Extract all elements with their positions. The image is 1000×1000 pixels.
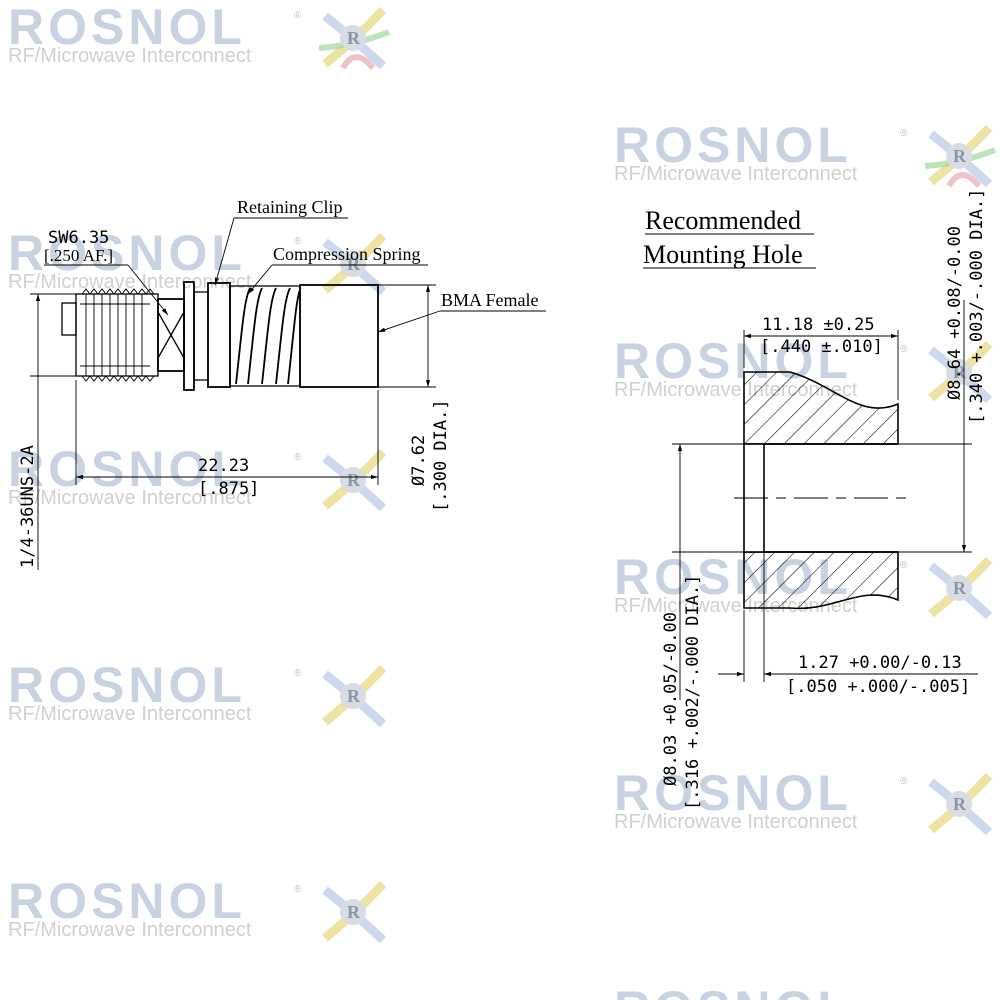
mounting-hole-title-line2: Mounting Hole bbox=[643, 240, 803, 269]
watermark-brand: ROSNOL bbox=[8, 657, 246, 713]
watermark-brand: ROSNOL bbox=[614, 765, 852, 821]
depth-in: [.440 ±.010] bbox=[760, 337, 883, 357]
connector-dimensions: SW6.35 [.250 AF.] 1/4-36UNS-2A 22.23 [.8… bbox=[18, 228, 451, 570]
connector-hex-cross bbox=[157, 311, 185, 359]
watermarks: ROSNOL ® RF/Microwave Interconnect R ROS… bbox=[8, 0, 997, 1000]
outer-dia-in: [.340 +.003/-.000 DIA.] bbox=[967, 189, 987, 424]
watermark-registered: ® bbox=[900, 776, 908, 787]
watermark-registered: ® bbox=[900, 344, 908, 355]
watermark-registered: ® bbox=[294, 452, 302, 463]
watermark-logo-letter: R bbox=[953, 146, 967, 166]
bma-female-label: BMA Female bbox=[441, 290, 539, 310]
connector-side-view bbox=[61, 281, 379, 391]
watermark-partial: ROSNOL bbox=[614, 981, 852, 1000]
watermark-registered: ® bbox=[900, 560, 908, 571]
watermark: ROSNOL ® RF/Microwave Interconnect R bbox=[8, 657, 387, 728]
watermark-logo-letter: R bbox=[347, 254, 361, 274]
watermark-registered: ® bbox=[294, 10, 302, 21]
watermark: ROSNOL ® RF/Microwave Interconnect R bbox=[8, 873, 387, 944]
watermark-subtitle: RF/Microwave Interconnect bbox=[614, 163, 858, 185]
watermark-logo-icon: R bbox=[322, 880, 387, 944]
connector-flange bbox=[183, 281, 195, 391]
watermark: ROSNOL ® RF/Microwave Interconnect R bbox=[8, 0, 391, 70]
length-mm: 22.23 bbox=[198, 456, 249, 476]
watermark-logo-icon: R bbox=[322, 664, 387, 728]
watermark-registered: ® bbox=[900, 128, 908, 139]
connector-pin-stub bbox=[61, 302, 77, 336]
watermark: ROSNOL ® RF/Microwave Interconnect R bbox=[614, 765, 993, 836]
outer-dia-mm: Ø8.64 +0.08/-0.00 bbox=[945, 226, 965, 400]
watermark-subtitle: RF/Microwave Interconnect bbox=[8, 703, 252, 725]
compression-spring-label: Compression Spring bbox=[273, 244, 421, 264]
leader-line bbox=[247, 264, 273, 295]
watermark-logo-letter: R bbox=[347, 470, 361, 490]
connector-thread-body bbox=[75, 293, 159, 377]
panel-section-bottom bbox=[743, 551, 899, 610]
panel-section-top bbox=[743, 371, 899, 445]
mounting-hole-title-line1: Recommended bbox=[645, 206, 801, 235]
length-in: [.875] bbox=[198, 479, 259, 499]
diameter-in: [.300 DIA.] bbox=[431, 399, 451, 512]
watermark: ROSNOL ® RF/Microwave Interconnect R bbox=[8, 225, 387, 296]
watermark-registered: ® bbox=[294, 236, 302, 247]
watermark-logo-icon: R bbox=[928, 340, 993, 404]
watermark: ROSNOL ® RF/Microwave Interconnect R bbox=[614, 117, 997, 188]
connector-bma-body bbox=[299, 284, 379, 388]
hex-size-mm: SW6.35 bbox=[48, 228, 109, 248]
connector-retaining-clip bbox=[207, 282, 231, 388]
watermark-logo-icon: R bbox=[928, 556, 993, 620]
connector-thread-teeth bbox=[80, 288, 155, 382]
watermark-logo-letter: R bbox=[347, 28, 361, 48]
watermark-logo-icon: R bbox=[924, 124, 997, 188]
hex-size-in: [.250 AF.] bbox=[44, 246, 113, 265]
watermark-subtitle: RF/Microwave Interconnect bbox=[8, 271, 252, 293]
watermark-logo-letter: R bbox=[347, 902, 361, 922]
watermark-registered: ® bbox=[294, 884, 302, 895]
watermark-brand: ROSNOL bbox=[8, 441, 246, 497]
watermark: ROSNOL ® RF/Microwave Interconnect R bbox=[8, 441, 387, 512]
watermark-logo-icon: R bbox=[928, 772, 993, 836]
watermark-subtitle: RF/Microwave Interconnect bbox=[8, 487, 252, 509]
leader-line bbox=[377, 310, 441, 333]
watermark-subtitle: RF/Microwave Interconnect bbox=[614, 811, 858, 833]
watermark-logo-icon: R bbox=[318, 6, 391, 70]
leader-line bbox=[127, 264, 169, 316]
connector-flange-inner bbox=[193, 291, 209, 381]
watermark-logo-letter: R bbox=[953, 578, 967, 598]
leader-line bbox=[214, 217, 235, 286]
depth-mm: 11.18 ±0.25 bbox=[762, 315, 875, 335]
watermark-brand: ROSNOL bbox=[8, 873, 246, 929]
inner-dia-mm: Ø8.03 +0.05/-0.00 bbox=[661, 612, 681, 786]
mounting-hole-section: Recommended Mounting Hole 11.18 ±0.25 [.… bbox=[643, 189, 987, 810]
retaining-clip-label: Retaining Clip bbox=[237, 197, 343, 217]
watermark-brand: ROSNOL bbox=[8, 0, 246, 55]
watermark-brand: ROSNOL bbox=[614, 117, 852, 173]
watermark-subtitle: RF/Microwave Interconnect bbox=[8, 45, 252, 67]
step-mm: 1.27 +0.00/-0.13 bbox=[798, 653, 962, 673]
step-in: [.050 +.000/-.005] bbox=[786, 677, 970, 697]
thread-spec: 1/4-36UNS-2A bbox=[18, 445, 38, 568]
watermark-logo-letter: R bbox=[953, 362, 967, 382]
watermark-logo-letter: R bbox=[953, 794, 967, 814]
watermark-subtitle: RF/Microwave Interconnect bbox=[8, 919, 252, 941]
watermark-brand: ROSNOL bbox=[8, 225, 246, 281]
watermark-logo-letter: R bbox=[347, 686, 361, 706]
watermark-registered: ® bbox=[294, 668, 302, 679]
inner-dia-in: [.316 +.002/-.000 DIA.] bbox=[683, 575, 703, 810]
connector-callouts: Retaining Clip Compression Spring BMA Fe… bbox=[214, 197, 546, 333]
watermark-logo-icon: R bbox=[322, 448, 387, 512]
connector-spring-coils bbox=[235, 287, 301, 385]
diameter-mm: Ø7.62 bbox=[409, 435, 429, 486]
watermark-brand: ROSNOL bbox=[614, 981, 852, 1000]
